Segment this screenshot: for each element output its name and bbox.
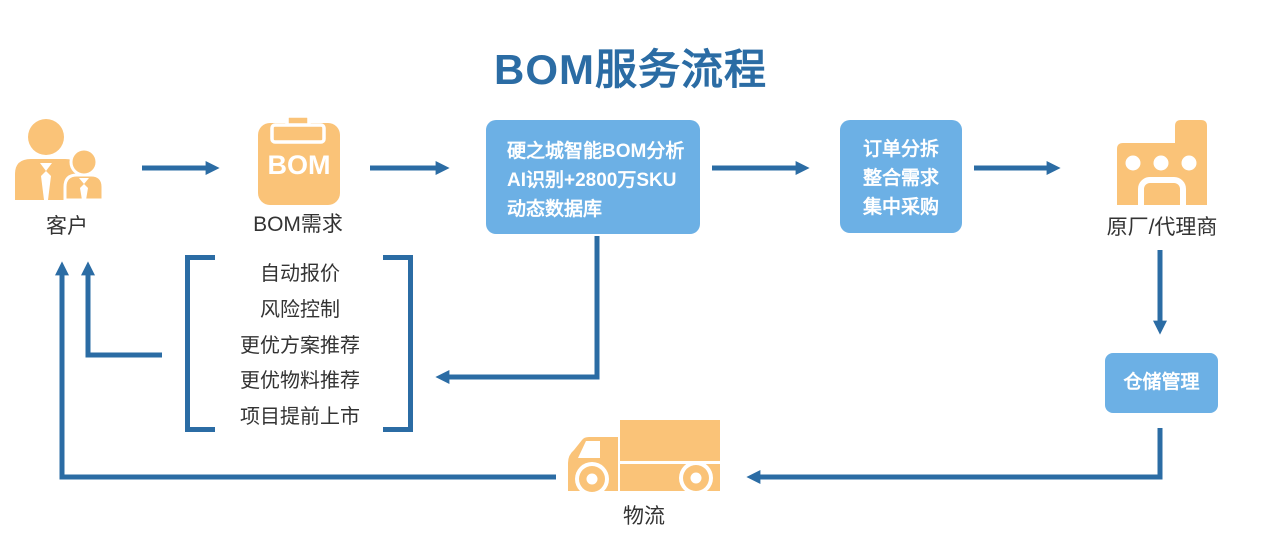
truck-icon xyxy=(568,420,720,496)
order-box: 订单分拆 整合需求 集中采购 xyxy=(840,120,962,233)
people-icon xyxy=(15,119,105,202)
order-line-3: 集中采购 xyxy=(862,197,939,218)
factory-label: 原厂/代理商 xyxy=(1106,216,1218,239)
factory-icon xyxy=(1117,120,1207,206)
benefits-list: 自动报价 风险控制 更优方案推荐 更优物料推荐 项目提前上市 xyxy=(205,257,395,429)
arrow-benefits-to-customer xyxy=(81,261,162,358)
analysis-line-2: AI识别+2800万SKU xyxy=(507,170,677,191)
benefit-item: 更优方案推荐 xyxy=(240,334,360,357)
analysis-box: 硬之城智能BOM分析 AI识别+2800万SKU 动态数据库 xyxy=(486,120,700,234)
clipboard-icon: BOM xyxy=(258,114,340,205)
analysis-line-1: 硬之城智能BOM分析 xyxy=(507,141,685,162)
benefit-item: 自动报价 xyxy=(260,263,340,285)
arrow-analysis-to-benefits xyxy=(435,236,600,384)
customer-label: 客户 xyxy=(46,215,88,238)
order-line-1: 订单分拆 xyxy=(862,139,939,160)
logistics-label: 物流 xyxy=(623,505,665,528)
bom-label: BOM需求 xyxy=(253,213,343,236)
arrow-warehouse-to-logistics xyxy=(746,428,1163,484)
order-line-2: 整合需求 xyxy=(862,168,939,189)
page-title: BOM服务流程 xyxy=(494,46,767,93)
benefit-item: 风险控制 xyxy=(260,298,340,321)
analysis-line-3: 动态数据库 xyxy=(507,199,603,220)
bom-icon-text: BOM xyxy=(268,150,331,180)
benefit-item: 项目提前上市 xyxy=(240,406,360,428)
benefit-item: 更优物料推荐 xyxy=(240,370,360,393)
warehouse-box: 仓储管理 xyxy=(1105,353,1218,413)
